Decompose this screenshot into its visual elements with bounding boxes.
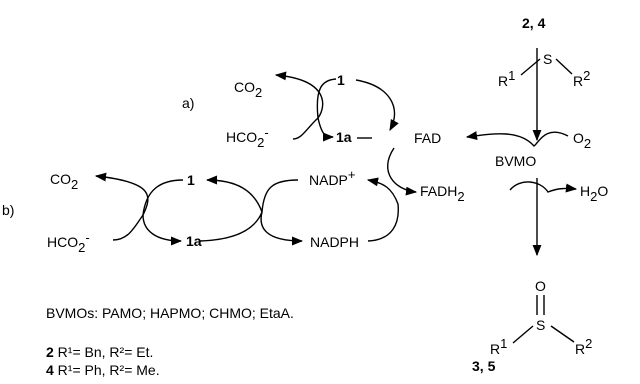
fadh2: FADH2 [420,183,465,204]
bond-s-r2 [555,58,573,75]
bond-r1-s-product [512,325,534,344]
product-o: O [535,278,546,294]
arrow-1-to-1a-b [142,179,184,246]
arrow-nadph-regen [366,177,399,242]
compound-2-definition: 2 R¹= Bn, R²= Et. [46,344,153,360]
co2-a: CO2 [234,79,262,100]
arrow-formate-to-co2-b [94,172,149,241]
fad: FAD [414,130,441,146]
product-r2: R2 [575,336,592,357]
arrow-o2-fad [465,131,569,147]
arrow-1a-to-1-b [199,175,263,242]
o2: O2 [573,130,591,151]
arrow-fadh2-h2o [509,181,578,193]
catalyst-1-b: 1 [187,172,195,188]
product-s: S [536,317,545,333]
bvmo-list: BVMOs: PAMO; HAPMO; CHMO; EtaA. [46,305,294,321]
substrate-compounds: 2, 4 [522,15,546,31]
compound-4-definition: 4 R¹= Ph, R²= Me. [46,362,160,378]
arrow-1a-back-a [355,79,399,131]
arrow-1-to-1a-a [316,78,337,142]
label-b: b) [2,202,14,218]
catalyst-1-a: 1 [337,72,345,88]
product-r1: R1 [490,336,507,357]
bond-r1-s [520,58,541,76]
hco2-b: HCO2- [47,230,90,255]
label-a: a) [182,95,194,111]
bond-s-o-double [536,295,545,315]
arrow-to-fadh2 [387,147,418,196]
h2o: H2O [580,183,608,204]
substrate-r1: R1 [498,68,515,89]
catalyst-1a-a: 1a [336,129,352,145]
substrate-r2: R2 [573,68,590,89]
hco2-a: HCO2- [226,125,269,150]
substrate-s: S [543,51,552,67]
arrow-formate-to-co2-a [274,71,324,140]
arrow-nadp-to-nadph [260,179,304,246]
nadp-plus: NADP+ [309,167,356,188]
bvmo: BVMO [495,153,536,169]
nadph: NADPH [310,234,359,250]
catalyst-1a-b: 1a [186,233,202,249]
product-compounds: 3, 5 [472,358,496,374]
bond-s-r2-product [550,325,575,343]
co2-b: CO2 [50,171,78,192]
